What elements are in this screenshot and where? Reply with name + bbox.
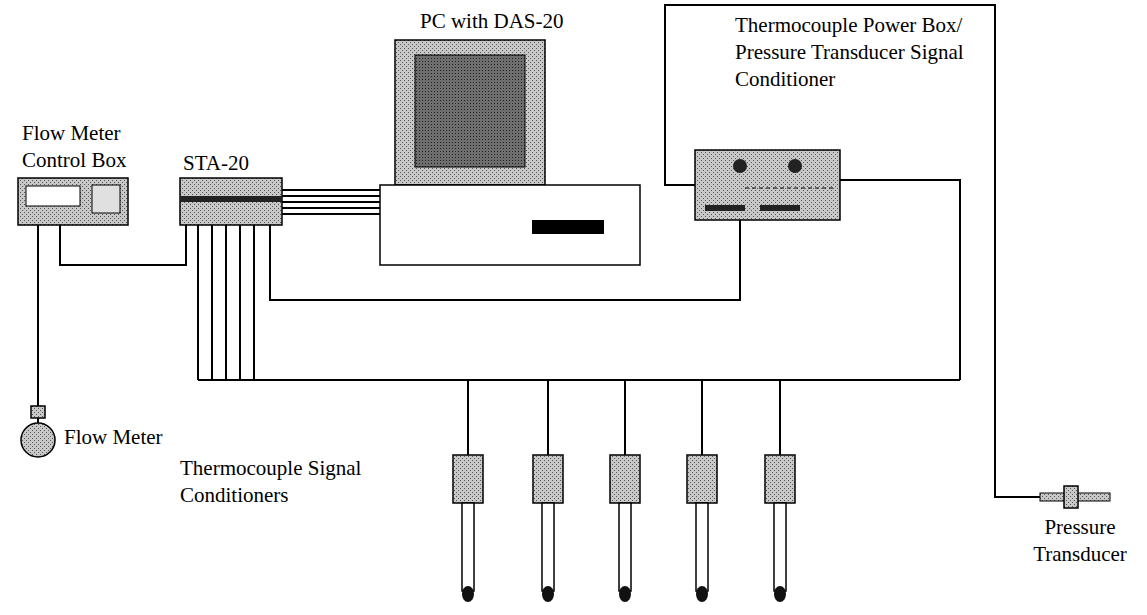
power-box-shape <box>695 150 840 220</box>
node-label: Flow Meter <box>64 424 204 451</box>
thermocouple-bus <box>198 180 960 455</box>
terminal-board-shape <box>180 178 282 225</box>
terminal-board: STA-20 <box>180 178 282 225</box>
node-label: PC with DAS-20 <box>420 8 620 35</box>
computer: PC with DAS-20 <box>380 40 640 265</box>
computer-shape <box>380 40 640 265</box>
node-label: Pressure Transducer <box>1015 514 1145 568</box>
wire-connector <box>282 190 380 214</box>
wire-connector <box>38 225 39 406</box>
wire-connector <box>665 5 1040 497</box>
pressure-transducer: Pressure Transducer <box>1040 486 1110 508</box>
control-box-shape <box>18 178 128 225</box>
wire-connector <box>60 225 186 265</box>
power-box: Thermocouple Power Box/ Pressure Transdu… <box>695 150 840 220</box>
node-label: STA-20 <box>183 150 283 177</box>
flow-meter-shape <box>20 406 56 458</box>
node-label: Flow Meter Control Box <box>22 120 147 174</box>
group-label: Thermocouple Signal Conditioners <box>180 455 415 509</box>
thermocouple-probes <box>453 455 795 602</box>
node-label: Thermocouple Power Box/ Pressure Transdu… <box>735 12 985 93</box>
pressure-transducer-shape <box>1040 486 1110 508</box>
control-box: Flow Meter Control Box <box>18 178 128 225</box>
flow-meter: Flow Meter <box>20 406 56 458</box>
